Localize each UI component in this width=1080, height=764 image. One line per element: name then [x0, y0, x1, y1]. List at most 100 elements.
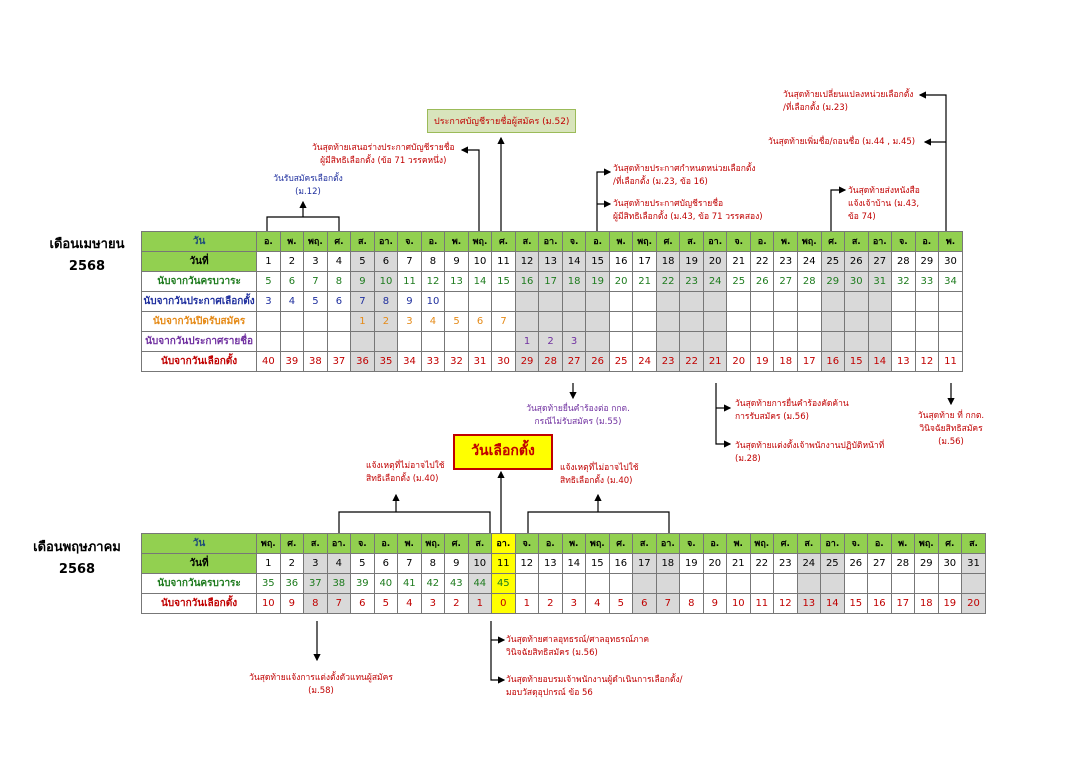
may-cell-day: ส.: [303, 533, 328, 554]
may-cell-day: ศ.: [279, 533, 305, 554]
may-calendar-table: วันพฤ.ศ.ส.อา.จ.อ.พ.พฤ.ศ.ส.อา.จ.อ.พ.พฤ.ศ.…: [140, 533, 986, 614]
april-cell-day: อา.: [867, 231, 893, 252]
april-cell-day: พ.: [279, 231, 305, 252]
april-cell-from-election: 16: [820, 351, 846, 372]
april-cell-from-election: 14: [867, 351, 893, 372]
may-cell-from-election: 6: [350, 593, 375, 614]
may-cell-from-election: 3: [561, 593, 587, 614]
april-cell-day: ส.: [514, 231, 540, 252]
april-cell-day: อ.: [914, 231, 940, 252]
annotation-draft-list: วันสุดท้ายเสนอร่างประกาศบัญชีรายชื่อ ผู้…: [312, 143, 455, 166]
may-cell-date: 2: [279, 553, 305, 574]
may-cell-from-term: 38: [326, 573, 352, 594]
may-cell-day: จ.: [350, 533, 375, 554]
candidate-list-box: ประกาศบัญชีรายชื่อผู้สมัคร (ม.52): [427, 109, 577, 133]
annotation-apply: วันรับสมัครเลือกตั้ง (ม.12): [273, 174, 343, 197]
april-cell-day: อา.: [702, 231, 728, 252]
may-row-label: นับจากวันครบวาระ: [140, 573, 258, 594]
may-cell-from-term: 35: [256, 573, 281, 594]
annotation-change-unit: วันสุดท้ายเปลี่ยนแปลงหน่วยเลือกตั้ง /ที่…: [783, 90, 914, 113]
annotation-notify-home: วันสุดท้ายส่งหนังสือ แจ้งเจ้าบ้าน (ม.43,…: [848, 186, 920, 222]
may-cell-day: ส.: [961, 533, 986, 554]
april-cell-from-election: 28: [538, 351, 563, 372]
may-cell-day: ศ.: [444, 533, 469, 554]
annotation-ect-decide: วันสุดท้าย ที่ กกต. วินิจฉัยสิทธิสมัคร (…: [917, 411, 985, 447]
may-cell-date: 8: [420, 553, 446, 574]
april-cell-from-term: 22: [655, 271, 681, 292]
april-cell-from-announce: [538, 291, 563, 312]
april-cell-from-announce: [514, 291, 540, 312]
may-cell-day: อา.: [820, 533, 845, 554]
april-cell-from-election: 36: [350, 351, 375, 372]
april-cell-from-announce: 8: [373, 291, 399, 312]
april-cell-from-election: 22: [679, 351, 704, 372]
may-cell-from-election: 10: [256, 593, 281, 614]
may-cell-from-term: [796, 573, 822, 594]
may-cell-date: 7: [397, 553, 422, 574]
april-row-day: วันอ.พ.พฤ.ศ.ส.อา.จ.อ.พ.พฤ.ศ.ส.อา.จ.อ.พ.พ…: [140, 231, 963, 252]
april-cell-day: จ.: [891, 231, 916, 252]
april-cell-from-close: [820, 311, 846, 332]
may-cell-from-election: 13: [796, 593, 822, 614]
may-cell-day: พฤ.: [585, 533, 610, 554]
april-cell-day: พ.: [938, 231, 963, 252]
april-cell-day: พฤ.: [303, 231, 328, 252]
may-cell-date: 24: [796, 553, 822, 574]
april-cell-day: อ.: [420, 231, 446, 252]
may-cell-from-election: 7: [655, 593, 681, 614]
election-day-box: วันเลือกตั้ง: [453, 434, 553, 470]
may-cell-from-election: 0: [491, 593, 516, 614]
april-cell-day: พฤ.: [632, 231, 657, 252]
april-cell-from-election: 15: [844, 351, 869, 372]
april-cell-from-election: 39: [279, 351, 305, 372]
april-cell-from-election: 25: [608, 351, 634, 372]
may-cell-day: ส.: [632, 533, 657, 554]
april-cell-from-announce: [820, 291, 846, 312]
may-cell-day: อา.: [326, 533, 352, 554]
april-cell-date: 12: [514, 251, 540, 272]
may-cell-from-election: 12: [773, 593, 798, 614]
annotation-voter-list: วันสุดท้ายประกาศบัญชีรายชื่อ ผู้มีสิทธิเ…: [613, 199, 763, 222]
april-cell-from-term: 30: [844, 271, 869, 292]
april-cell-date: 14: [561, 251, 587, 272]
may-row-label: วันที่: [140, 553, 258, 574]
april-cell-from-list: [585, 331, 610, 352]
april-cell-day: ส.: [350, 231, 375, 252]
annotation-add-name: วันสุดท้ายเพิ่มชื่อ/ถอนชื่อ (ม.44 , ม.45…: [768, 137, 916, 147]
annotation-court: วันสุดท้ายศาลอุทธรณ์/ศาลอุทธรณ์ภาค วินิจ…: [506, 635, 650, 658]
april-cell-from-election: 17: [796, 351, 822, 372]
may-cell-from-election: 18: [914, 593, 939, 614]
april-cell-from-election: 27: [561, 351, 587, 372]
may-cell-day: พฤ.: [256, 533, 281, 554]
may-cell-from-election: 7: [326, 593, 352, 614]
may-cell-from-term: [632, 573, 657, 594]
april-cell-from-close: [655, 311, 681, 332]
may-cell-day: อา.: [491, 533, 516, 554]
april-cell-day: จ.: [397, 231, 422, 252]
april-cell-from-term: 24: [702, 271, 728, 292]
may-row-label: นับจากวันเลือกตั้ง: [140, 593, 258, 614]
may-cell-day: อ.: [373, 533, 399, 554]
april-cell-from-election: 21: [702, 351, 728, 372]
may-cell-from-election: 4: [397, 593, 422, 614]
april-cell-from-announce: [702, 291, 728, 312]
annotation-reason-right: แจ้งเหตุที่ไม่อาจไปใช้ สิทธิเลือกตั้ง (ม…: [560, 463, 639, 486]
may-cell-day: จ.: [843, 533, 869, 554]
april-cell-from-close: [844, 311, 869, 332]
may-cell-date: 11: [491, 553, 516, 574]
april-row-label: วัน: [140, 231, 258, 252]
annotation-reason-left: แจ้งเหตุที่ไม่อาจไปใช้ สิทธิเลือกตั้ง (ม…: [366, 461, 445, 484]
may-cell-from-election: 9: [279, 593, 305, 614]
april-cell-from-announce: [867, 291, 893, 312]
may-cell-day: ส.: [796, 533, 822, 554]
april-cell-from-election: 23: [655, 351, 681, 372]
may-cell-date: 5: [350, 553, 375, 574]
april-row-label: วันที่: [140, 251, 258, 272]
april-cell-from-election: 20: [726, 351, 751, 372]
